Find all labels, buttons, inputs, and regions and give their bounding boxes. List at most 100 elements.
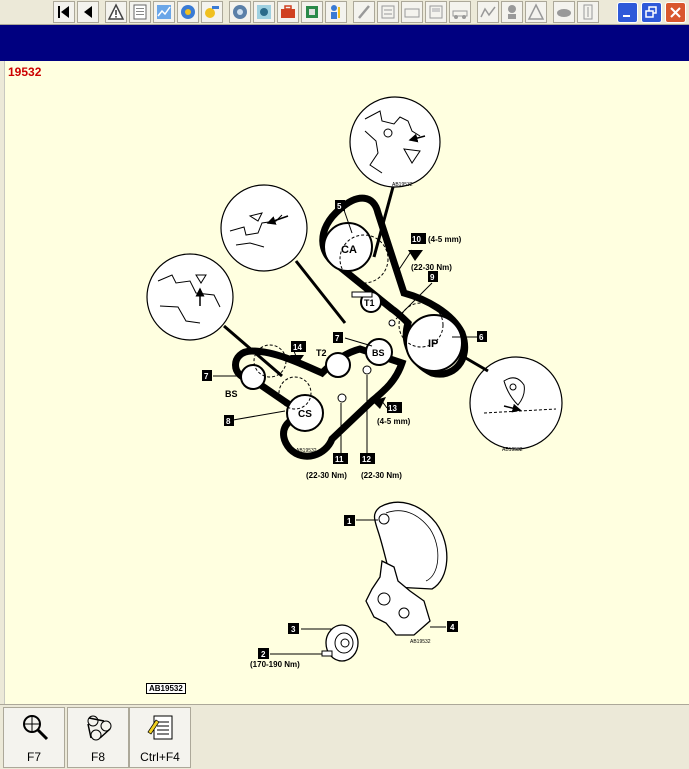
print-preview-icon <box>429 5 443 19</box>
warning-icon <box>107 3 125 20</box>
callout-7a: 7 <box>335 334 340 343</box>
minimize-button[interactable] <box>617 2 638 23</box>
bolt-11 <box>337 393 347 403</box>
adjust-marker-13 <box>372 397 386 409</box>
settings-icon <box>233 5 247 19</box>
spec-2: (170-190 Nm) <box>250 660 300 669</box>
callout-1: 1 <box>347 517 352 526</box>
pulley-t1: T1 <box>351 291 382 313</box>
document-viewer: 19532 AB19532 <box>0 61 689 704</box>
pulley-label-t2: T2 <box>316 348 327 358</box>
person-icon <box>508 5 516 19</box>
person-button[interactable] <box>501 1 523 23</box>
title-band <box>0 25 689 61</box>
magnifier-icon <box>23 715 49 741</box>
wrench-person-button[interactable] <box>325 1 347 23</box>
f8-button[interactable]: F8 <box>67 707 129 768</box>
pulley-ca: CA <box>323 222 389 284</box>
callout-11: 11 <box>335 455 344 464</box>
fuse-icon <box>583 4 593 20</box>
bolt-9 <box>388 319 396 327</box>
chart-icon <box>157 5 171 19</box>
component-icon <box>306 6 318 18</box>
vehicle-icon <box>452 10 468 19</box>
spec-11: (22-30 Nm) <box>306 471 347 480</box>
first-page-button[interactable] <box>53 1 75 23</box>
pulley-t2: T2 <box>316 348 351 378</box>
close-button[interactable] <box>665 2 686 23</box>
car-button[interactable] <box>553 1 575 23</box>
callout-8: 8 <box>226 417 231 426</box>
pulley-ip: IP <box>398 302 463 372</box>
hazard-icon <box>527 3 545 20</box>
callout-13: 13 <box>388 404 397 413</box>
hazard-button[interactable] <box>525 1 547 23</box>
parts-icon <box>257 5 271 19</box>
pulley-label-cs: CS <box>298 409 312 420</box>
callout-10: 10 <box>412 235 421 244</box>
callout-4: 4 <box>450 623 455 632</box>
minimize-icon <box>623 15 630 17</box>
f8-label: F8 <box>90 750 105 764</box>
restore-icon <box>645 6 657 18</box>
wiring-icon <box>480 6 496 18</box>
callout-9: 9 <box>430 273 435 282</box>
vehicle-button[interactable] <box>449 1 471 23</box>
settings-button[interactable] <box>229 1 251 23</box>
detail-view-crankshaft <box>146 253 283 378</box>
ctrl-f4-button[interactable]: Ctrl+F4 <box>129 707 191 768</box>
spec-13: (4-5 mm) <box>377 417 411 426</box>
detail-view-camshaft: AB19532 <box>349 96 441 258</box>
tools-button[interactable] <box>201 1 223 23</box>
detail-ref: AB19532 <box>410 639 431 645</box>
belt-diagram-icon <box>87 715 112 741</box>
pulley-bs-upper: BS <box>365 338 393 366</box>
warning-button[interactable] <box>105 1 127 23</box>
brush-button[interactable] <box>353 1 375 23</box>
tools-icon <box>205 6 219 18</box>
brush-icon <box>358 5 370 19</box>
list-icon <box>381 5 395 19</box>
pulley-label-ca: CA <box>341 244 357 256</box>
previous-page-button[interactable] <box>77 1 99 23</box>
pulley-bs-lower: BS <box>225 344 287 399</box>
document-number: 19532 <box>8 65 42 79</box>
previous-page-icon <box>84 6 92 18</box>
close-icon <box>670 7 681 18</box>
chart-button[interactable] <box>153 1 175 23</box>
wrench-person-icon <box>331 5 340 19</box>
document-button[interactable] <box>129 1 151 23</box>
f7-button[interactable]: F7 <box>3 707 65 768</box>
gear-globe-button[interactable] <box>177 1 199 23</box>
print-preview-button[interactable] <box>425 1 447 23</box>
detail-ref: AB19532 <box>502 447 523 453</box>
spec-torque-top: (22-30 Nm) <box>411 263 452 272</box>
component-button[interactable] <box>301 1 323 23</box>
pulley-label-t1: T1 <box>364 298 375 308</box>
car-icon <box>557 9 571 17</box>
bolt-12 <box>362 365 372 375</box>
notepad-icon <box>147 715 173 740</box>
pulley-label-ip: IP <box>428 338 438 350</box>
pulley-cs: CS <box>278 376 324 432</box>
first-page-icon <box>58 6 69 18</box>
tray-icon <box>404 8 420 18</box>
pulley-label-bs-lower: BS <box>225 389 238 399</box>
toolbox-button[interactable] <box>277 1 299 23</box>
callout-7b: 7 <box>204 372 209 381</box>
callout-5: 5 <box>337 202 342 211</box>
list-button[interactable] <box>377 1 399 23</box>
function-key-bar: F7 F8 Ctrl+F4 <box>0 704 689 769</box>
belt-cover-assembly: AB19532 <box>270 501 448 662</box>
spec-10: (4-5 mm) <box>428 235 462 244</box>
ctrl-f4-label: Ctrl+F4 <box>140 750 180 764</box>
parts-button[interactable] <box>253 1 275 23</box>
fuse-button[interactable] <box>577 1 599 23</box>
f7-label: F7 <box>26 750 41 764</box>
pulley-label-bs-upper: BS <box>372 348 385 358</box>
leader-lines <box>213 209 478 453</box>
wiring-button[interactable] <box>477 1 499 23</box>
callout-12: 12 <box>362 455 371 464</box>
restore-button[interactable] <box>641 2 662 23</box>
tray-button[interactable] <box>401 1 423 23</box>
